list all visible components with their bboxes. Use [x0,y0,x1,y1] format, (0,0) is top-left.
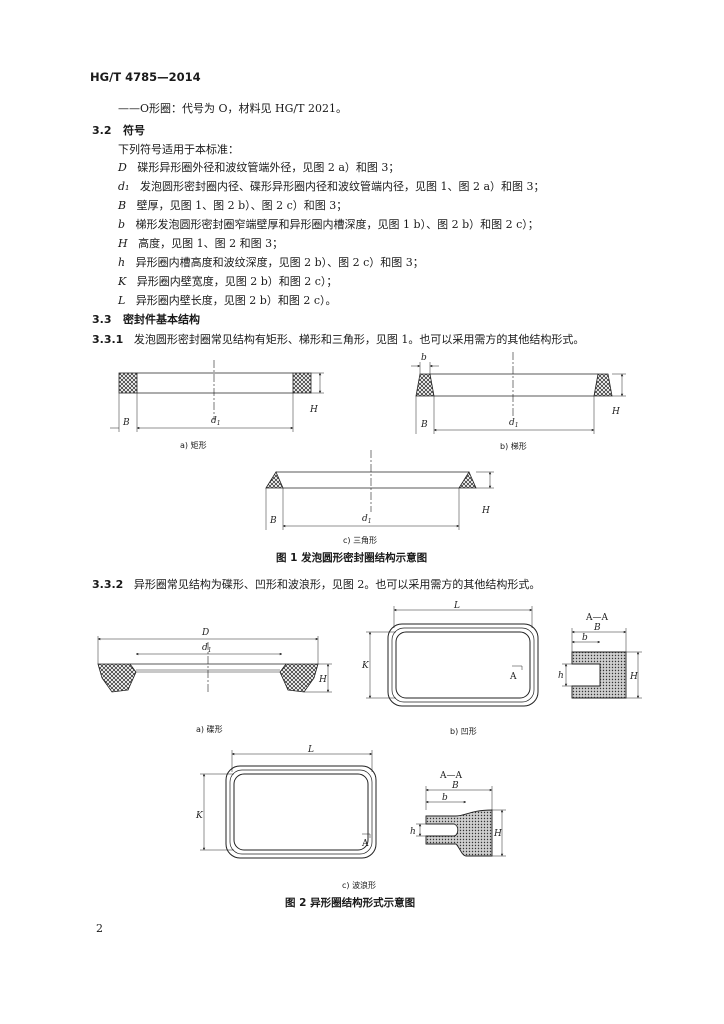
symbol: D [118,161,127,174]
dim-d1-label: d1 [362,514,372,525]
symbol: d₁ [118,180,130,193]
dim-d1-label: d1 [211,416,221,427]
fig2a-dish-seal-drawing: D d1 H [97,628,332,693]
dim-K-label: K [195,811,204,821]
dim-B-label: B [593,623,601,633]
clause-number: 3.3.2 [92,578,124,591]
fig1c-triangular-seal-drawing: B d1 H [265,450,494,530]
clause-text: 发泡圆形密封圈常见结构有矩形、梯形和三角形，见图 1。也可以采用需方的其他结构形… [133,333,585,346]
clause-number: 3.3.1 [92,333,124,346]
fig2b-caption: b) 凹形 [450,727,477,736]
fig2c-wave-plan-drawing: L K A [195,745,377,859]
fig1b-caption: b) 梯形 [500,442,527,451]
symbol-desc: 异形圈内槽高度和波纹深度，见图 2 b）、图 2 c）和图 3； [135,256,424,269]
fig1a-caption: a) 矩形 [180,441,207,450]
symbol-desc: 异形圈内壁宽度，见图 2 b）和图 2 c）； [136,275,338,288]
dim-H-label: H [493,829,502,839]
figure-1-title: 图 1 发泡圆形密封圈结构示意图 [276,552,428,564]
dim-K-label: K [361,661,370,671]
section-title-AA: A—A [439,771,462,781]
clause-text: 异形圈常见结构为碟形、凹形和波浪形，见图 2。也可以采用需方的其他结构形式。 [133,578,541,591]
dim-H-label: H [629,672,638,682]
fig2b-section-drawing: A—A B b h H [558,613,642,699]
section-3-3-heading: 3.3 密封件基本结构 [92,311,200,327]
dim-h-label: h [558,671,564,681]
dim-H-label: H [318,675,327,685]
symbol: K [118,275,127,288]
section-number: 3.2 [92,124,112,137]
dim-H-label: H [481,506,490,516]
symbol-item: h 异形圈内槽高度和波纹深度，见图 2 b）、图 2 c）和图 3； [118,254,424,270]
symbol: b [118,218,126,231]
symbol-desc: 梯形发泡圆形密封圈窄端壁厚和异形圈内槽深度，见图 1 b）、图 2 b）和图 2… [135,218,539,231]
dim-B-label: B [451,781,459,791]
fig2c-caption: c) 波浪形 [342,881,377,890]
section-title: 符号 [123,124,145,137]
section-mark-A: A [361,839,369,849]
fig1c-caption: c) 三角形 [343,536,378,545]
page-number: 2 [96,922,103,935]
dim-D-label: D [201,628,209,638]
section-3-2-heading: 3.2 符号 [92,122,145,138]
symbol-desc: 高度，见图 1、图 2 和图 3； [138,237,284,250]
section-title: 密封件基本结构 [123,313,200,326]
o-ring-definition: ——O形圈：代号为 O，材料见 HG/T 2021。 [118,102,347,115]
symbol: H [118,237,128,250]
symbols-intro: 下列符号适用于本标准： [118,143,239,156]
symbol: h [118,256,126,269]
dim-H-label: H [611,407,620,417]
standard-number-header: HG/T 4785—2014 [90,70,201,84]
dim-B-label: B [269,516,277,526]
dim-H-label: H [309,405,318,415]
section-mark-A: A [509,672,517,682]
section-title-AA: A—A [585,613,608,623]
dim-d1-label: d1 [509,418,519,429]
symbol-desc: 发泡圆形密封圈内径、碟形异形圈内径和波纹管端内径，见图 1、图 2 a）和图 3… [139,180,545,193]
symbol-item: b 梯形发泡圆形密封圈窄端壁厚和异形圈内槽深度，见图 1 b）、图 2 b）和图… [118,216,539,232]
symbol-item: B 壁厚，见图 1、图 2 b）、图 2 c）和图 3； [118,197,347,213]
clause-3-3-2: 3.3.2 异形圈常见结构为碟形、凹形和波浪形，见图 2。也可以采用需方的其他结… [92,576,540,592]
symbol-desc: 壁厚，见图 1、图 2 b）、图 2 c）和图 3； [136,199,348,212]
dim-b-label: b [442,793,448,803]
fig2c-section-drawing: A—A B b h H [410,771,506,857]
fig2a-caption: a) 碟形 [196,725,223,734]
fig2b-concave-plan-drawing: L K A [361,601,539,707]
dim-L-label: L [307,745,314,755]
symbol-item: L 异形圈内壁长度，见图 2 b）和图 2 c）。 [118,292,337,308]
dim-B-label: B [420,420,428,430]
symbol-item: D 碟形异形圈外径和波纹管端外径，见图 2 a）和图 3； [118,159,399,175]
symbol-desc: 碟形异形圈外径和波纹管端外径，见图 2 a）和图 3； [137,161,400,174]
fig1b-trapezoid-seal-drawing: b B d1 H [411,352,626,434]
dim-b-label: b [421,353,427,363]
dim-h-label: h [410,827,416,837]
dim-b-label: b [582,633,588,643]
symbol-item: d₁ 发泡圆形密封圈内径、碟形异形圈内径和波纹管端内径，见图 1、图 2 a）和… [118,178,545,194]
symbol: L [118,294,126,307]
clause-3-3-1: 3.3.1 发泡圆形密封圈常见结构有矩形、梯形和三角形，见图 1。也可以采用需方… [92,331,584,347]
symbol-item: H 高度，见图 1、图 2 和图 3； [118,235,283,251]
section-number: 3.3 [92,313,112,326]
dim-d1-label: d1 [202,643,212,654]
figure-2-title: 图 2 异形圈结构形式示意图 [285,897,416,909]
symbol-desc: 异形圈内壁长度，见图 2 b）和图 2 c）。 [135,294,337,307]
fig1a-rectangular-seal-drawing: B d1 H [110,360,324,432]
symbol: B [118,199,127,212]
dim-B-label: B [122,418,130,428]
dim-L-label: L [453,601,460,611]
symbol-item: K 异形圈内壁宽度，见图 2 b）和图 2 c）； [118,273,337,289]
